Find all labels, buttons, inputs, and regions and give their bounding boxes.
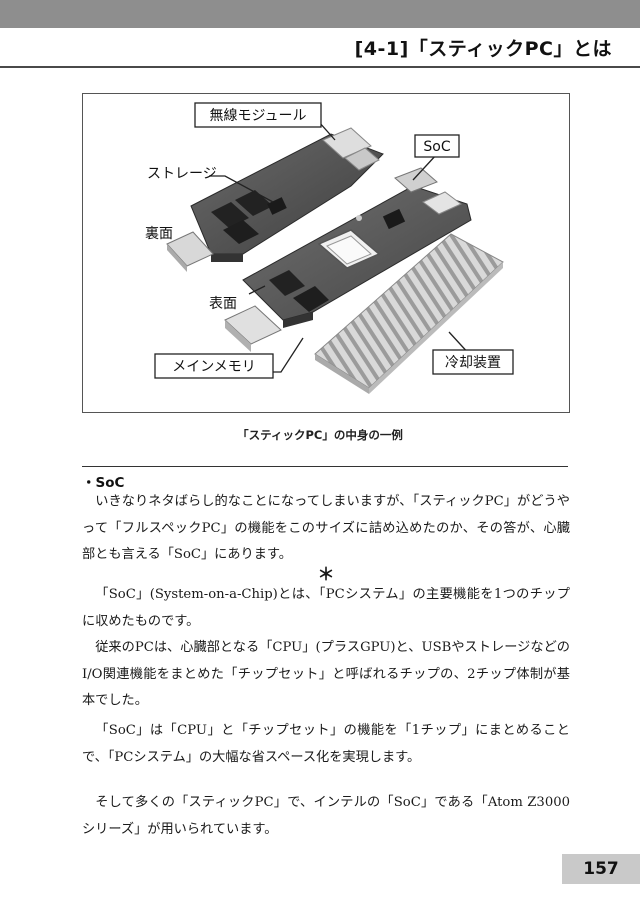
page-header-title: [4-1]「スティックPC」とは [354,38,612,60]
paragraph-4: 「SoC」は「CPU」と「チップセット」の機能を「1チップ」にまとめることで、「… [82,723,570,765]
memory-label: メインメモリ [154,353,274,379]
front-board [224,167,472,352]
header-rule [0,66,640,68]
storage-label: ストレージ [147,166,217,182]
paragraph-5: そして多くの「スティックPC」で、インテルの「SoC」である「Atom Z300… [82,795,570,837]
stick-pc-illustration: 無線モジュール SoC ストレージ 裏面 表面 メインメモリ 冷却装置 [145,102,514,394]
section-rule [82,466,568,467]
paragraph-3: 従来のPCは、心臓部となる「CPU」(プラスGPU)と、USBやストレージなどの… [82,640,570,708]
section-heading: ・SoC [82,475,125,491]
heat-sink [314,233,504,394]
top-bar [0,0,640,28]
svg-text:メインメモリ: メインメモリ [172,359,256,375]
wireless-label: 無線モジュール [194,102,322,128]
paragraph-2: 「SoC」(System-on-a-Chip)とは、「PCシステム」の主要機能を… [82,587,570,629]
page-number: 157 [562,854,640,884]
paragraph-2-3: 「SoC」(System-on-a-Chip)とは、「PCシステム」の主要機能を… [82,582,570,715]
back-label: 裏面 [145,225,173,242]
svg-text:無線モジュール: 無線モジュール [209,108,306,124]
soc-label: SoC [414,134,460,158]
figure-caption: 「スティックPC」の中身の一例 [237,428,403,442]
svg-text:SoC: SoC [423,139,450,155]
asterisk-separator: ＊ [317,565,335,585]
figure: 無線モジュール SoC ストレージ 裏面 表面 メインメモリ 冷却装置 [82,93,570,413]
back-board [166,127,384,272]
paragraph-1: いきなりネタばらし的なことになってしまいますが、「スティックPC」がどうやって「… [82,494,570,562]
cooling-label: 冷却装置 [432,349,514,375]
front-label: 表面 [209,296,237,312]
svg-text:冷却装置: 冷却装置 [445,355,501,371]
